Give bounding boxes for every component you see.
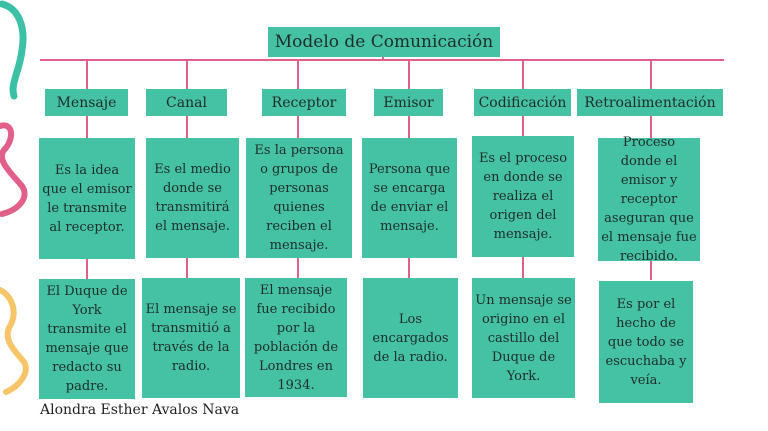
diagram-title: Modelo de Comunicación	[268, 27, 500, 57]
author-name: Alondra Esther Avalos Nava	[40, 402, 240, 418]
example-canal: El mensaje se transmitió a través de la …	[142, 278, 240, 398]
header-retroalimentacion: Retroalimentación	[577, 89, 723, 116]
header-codificacion: Codificación	[474, 89, 571, 116]
decorative-strokes	[0, 0, 29, 395]
example-mensaje: El Duque de York transmite el mensaje qu…	[39, 279, 135, 399]
connector-low-3	[297, 258, 299, 278]
header-mensaje: Mensaje	[45, 89, 128, 116]
definition-mensaje: Es la idea que el emisor le transmite al…	[39, 138, 135, 259]
connector-mid-3	[297, 116, 299, 138]
connector-top-4	[408, 60, 410, 90]
definition-retroalimentacion: Proceso donde el emisor y receptor asegu…	[598, 135, 700, 264]
example-codificacion: Un mensaje se origino en el castillo del…	[472, 278, 575, 398]
main-horizontal-line	[40, 59, 724, 61]
connector-mid-5	[522, 116, 524, 136]
yellow-swirl	[0, 287, 29, 395]
example-receptor: El mensaje fue recibido por la población…	[245, 278, 347, 397]
connector-mid-6	[650, 116, 652, 138]
connector-low-6	[650, 261, 652, 280]
connector-mid-4	[408, 116, 410, 138]
connector-low-2	[186, 258, 188, 278]
connector-top-1	[86, 60, 88, 90]
definition-canal: Es el medio donde se transmitirá el mens…	[146, 138, 239, 258]
connector-mid-1	[86, 116, 88, 138]
header-canal: Canal	[146, 89, 227, 116]
definition-emisor: Persona que se encarga de enviar el mens…	[362, 138, 457, 258]
header-emisor: Emisor	[374, 89, 443, 116]
example-emisor: Los encargados de la radio.	[363, 278, 458, 398]
definition-codificacion: Es el proceso en donde se realiza el ori…	[472, 136, 574, 257]
connector-low-5	[522, 257, 524, 278]
connector-top-5	[522, 60, 524, 90]
connector-top-2	[186, 60, 188, 90]
example-retroalimentacion: Es por el hecho de que todo se escuchaba…	[599, 281, 693, 403]
connector-low-4	[408, 258, 410, 278]
header-receptor: Receptor	[262, 89, 346, 116]
definition-receptor: Es la persona o grupos de personas quien…	[246, 138, 352, 258]
connector-top-3	[297, 60, 299, 90]
connector-top-6	[650, 60, 652, 90]
pink-swirl	[0, 122, 28, 217]
connector-mid-2	[186, 116, 188, 138]
teal-swirl	[0, 0, 27, 100]
connector-low-1	[86, 259, 88, 279]
